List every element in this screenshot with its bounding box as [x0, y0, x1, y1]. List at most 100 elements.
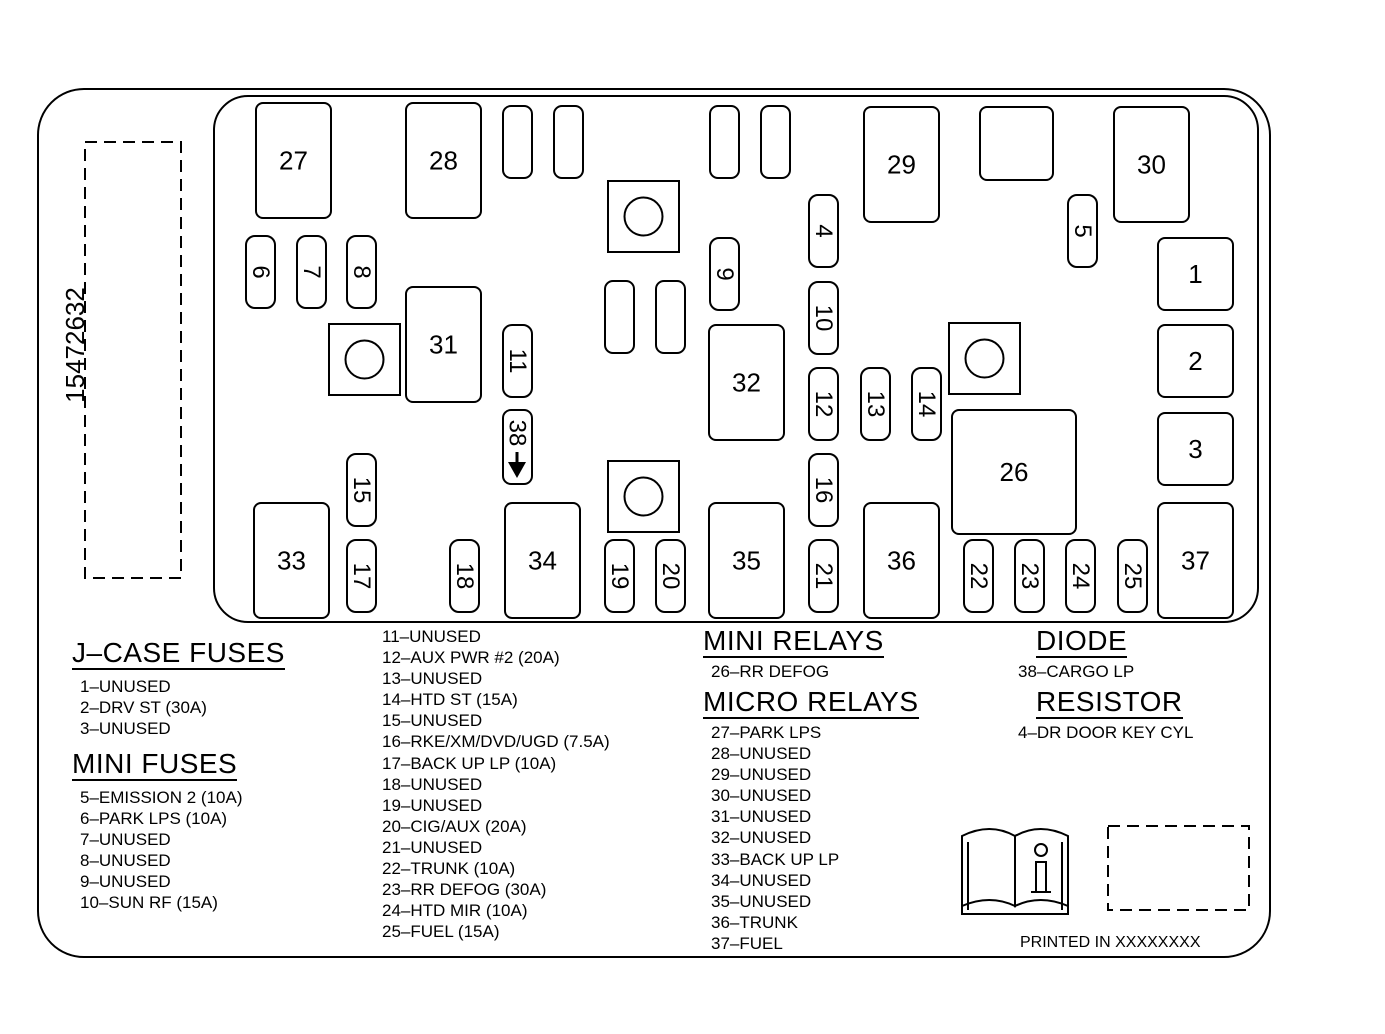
fuse-label: 6 — [247, 265, 274, 278]
fuse-13: 13 — [860, 367, 891, 441]
fuse-label: 9 — [711, 267, 738, 280]
relay-box-27: 27 — [255, 102, 332, 219]
relay-box-label: 26 — [1000, 457, 1029, 487]
legend-item: 35–UNUSED — [711, 891, 812, 911]
fuse-label: 22 — [965, 563, 992, 590]
legend-item: 11–UNUSED — [382, 627, 481, 646]
misc-components — [328, 105, 1054, 533]
legend-item: 18–UNUSED — [382, 774, 483, 794]
fuse-label: 18 — [451, 563, 478, 590]
label-card-outline — [37, 88, 1271, 958]
legend-item: 12–AUX PWR #2 (20A) — [382, 648, 560, 668]
relay-box-label: 33 — [277, 546, 306, 576]
fuse-label: 14 — [913, 391, 940, 418]
dashed-placeholder-right — [1107, 825, 1250, 911]
legend-item: 34–UNUSED — [711, 870, 812, 890]
legend-item: 36–TRUNK — [711, 912, 798, 932]
fuse-14: 14 — [911, 367, 942, 441]
relay-box-label: 32 — [732, 368, 761, 398]
diode-heading: DIODE — [1036, 625, 1128, 658]
legend-item: 30–UNUSED — [711, 786, 812, 806]
legend-item: 14–HTD ST (15A) — [382, 690, 518, 710]
relay-box-label: 1 — [1188, 259, 1202, 289]
relay-box-31: 31 — [405, 286, 482, 403]
empty-fuse-slot — [502, 105, 533, 179]
owners-manual-info-icon — [961, 828, 1069, 915]
fuse-5: 5 — [1067, 194, 1098, 268]
fuse-9: 9 — [709, 237, 740, 311]
legend-item: 15–UNUSED — [382, 711, 483, 731]
legend-item: 31–UNUSED — [711, 807, 812, 827]
relay-box-label: 27 — [279, 146, 308, 176]
fuse-19: 19 — [604, 539, 635, 613]
relay-box-label: 31 — [429, 330, 458, 360]
fuse-label: 7 — [298, 265, 325, 278]
diode-38: 38 — [502, 409, 533, 485]
legend-item: 20–CIG/AUX (20A) — [382, 816, 527, 836]
mini-fuses-list: 5–EMISSION 2 (10A)6–PARK LPS (10A)7–UNUS… — [72, 787, 243, 914]
legend-item: 17–BACK UP LP (10A) — [382, 753, 557, 773]
empty-fuse-slot — [709, 105, 740, 179]
mini-relays-list: 26–RR DEFOG — [703, 661, 884, 682]
legend-mini-relays: MINI RELAYS 26–RR DEFOG — [703, 626, 884, 682]
diode-arrow-icon — [508, 462, 526, 478]
diode-label: 38 — [504, 420, 531, 447]
legend-mini-fuses: MINI FUSES 5–EMISSION 2 (10A)6–PARK LPS … — [72, 749, 243, 914]
fuse-label: 15 — [348, 477, 375, 504]
relay-box-2: 2 — [1157, 324, 1234, 398]
resistor-list: 4–DR DOOR KEY CYL — [1018, 722, 1193, 743]
empty-fuse-slot — [604, 280, 635, 354]
fuse-10: 10 — [808, 281, 839, 355]
legend-item: 9–UNUSED — [80, 872, 171, 892]
fuse-18: 18 — [449, 539, 480, 613]
fuse-20: 20 — [655, 539, 686, 613]
mini-fuses-heading: MINI FUSES — [72, 748, 238, 781]
fuse-label: 16 — [810, 477, 837, 504]
fuse-label: 10 — [810, 305, 837, 332]
relay-box-label: 3 — [1188, 434, 1202, 464]
legend-resistor: RESISTOR 4–DR DOOR KEY CYL — [1018, 686, 1193, 743]
legend-item: 7–UNUSED — [80, 830, 171, 850]
legend-item: 4–DR DOOR KEY CYL — [1018, 723, 1194, 742]
mounting-stud-icon — [607, 180, 680, 253]
relay-box-28: 28 — [405, 102, 482, 219]
legend-item: 10–SUN RF (15A) — [80, 893, 218, 913]
fuse-label: 24 — [1067, 563, 1094, 590]
legend-item: 37–FUEL — [711, 933, 783, 953]
relay-box-label: 35 — [732, 546, 761, 576]
legend-item: 16–RKE/XM/DVD/UGD (7.5A) — [382, 732, 610, 752]
mini-relays-heading: MINI RELAYS — [703, 625, 884, 658]
relay-box-29: 29 — [863, 106, 940, 223]
fuse-label: 19 — [606, 563, 633, 590]
relay-box-label: 36 — [887, 546, 916, 576]
fuse-4: 4 — [808, 194, 839, 268]
legend-item: 2–DRV ST (30A) — [80, 698, 207, 718]
relay-box-26: 26 — [951, 409, 1077, 535]
fuse-25: 25 — [1117, 539, 1148, 613]
legend-item: 6–PARK LPS (10A) — [80, 809, 228, 829]
relay-box-1: 1 — [1157, 237, 1234, 311]
fuse-label: 20 — [657, 563, 684, 590]
legend-item: 25–FUEL (15A) — [382, 922, 500, 942]
legend-item: 32–UNUSED — [711, 828, 812, 848]
fuse-label: 17 — [348, 563, 375, 590]
fuse-label: 13 — [862, 391, 889, 418]
legend-item: 22–TRUNK (10A) — [382, 859, 516, 879]
diode-list: 38–CARGO LP — [1018, 661, 1134, 682]
resistor-heading: RESISTOR — [1036, 686, 1183, 719]
fuse-21: 21 — [808, 539, 839, 613]
legend-item: 23–RR DEFOG (30A) — [382, 880, 547, 900]
fuse-label: 12 — [810, 391, 837, 418]
fuse-16: 16 — [808, 453, 839, 527]
dashed-placeholder-left — [84, 141, 182, 579]
empty-fuse-slot — [655, 280, 686, 354]
relay-box-label: 30 — [1137, 150, 1166, 180]
relay-box-label: 28 — [429, 146, 458, 176]
